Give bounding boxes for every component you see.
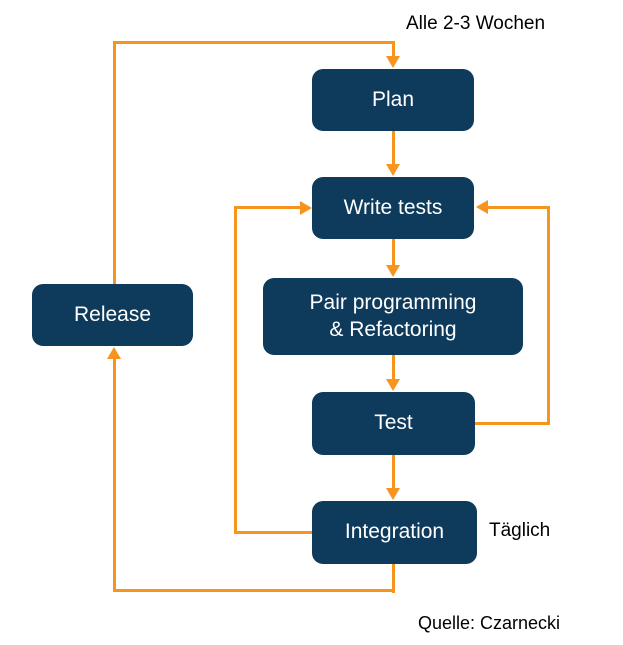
source-attribution-label: Quelle: Czarnecki (418, 613, 561, 633)
connector-integration-loop-out (234, 531, 312, 534)
arrowhead-down-into-test-icon (386, 379, 400, 391)
node-test-label: Test (374, 411, 413, 435)
node-release: Release (32, 284, 193, 346)
connector-write-tests-to-pair (392, 238, 395, 266)
connector-test-to-integration (392, 455, 395, 489)
arrowhead-down-into-pair-icon (386, 265, 400, 277)
node-integration: Integration (312, 501, 477, 564)
node-release-label: Release (73, 302, 152, 326)
node-integration-label: Integration (344, 520, 445, 544)
daily-frequency-label: Täglich (489, 520, 551, 541)
node-plan-label: Plan (371, 87, 415, 111)
connector-test-loop-in (488, 206, 549, 209)
connector-into-plan (392, 41, 395, 57)
cycle-frequency-label: Alle 2-3 Wochen (406, 13, 546, 34)
arrowhead-left-into-write-tests-icon (476, 200, 488, 214)
node-write-tests: Write tests (312, 177, 474, 239)
connector-integration-loop-vertical (234, 206, 237, 534)
connector-test-loop-vertical (547, 206, 550, 425)
connector-release-to-plan-left (113, 41, 116, 285)
arrowhead-right-into-write-tests-icon (300, 201, 312, 215)
connector-pair-to-test (392, 355, 395, 380)
node-write-tests-label: Write tests (343, 195, 443, 219)
node-pair-programming: Pair programming & Refactoring (263, 278, 523, 355)
connector-integration-to-release-bottom (113, 589, 395, 592)
connector-plan-to-write-tests (392, 131, 395, 165)
connector-integration-to-release-up (113, 359, 116, 592)
arrowhead-down-into-plan-icon (386, 56, 400, 68)
arrowhead-down-into-write-tests-icon (386, 164, 400, 176)
node-test: Test (312, 392, 475, 455)
arrowhead-down-into-integration-icon (386, 488, 400, 500)
connector-integration-loop-in (234, 206, 300, 209)
connector-test-loop-out (475, 422, 549, 425)
node-pair-programming-label-line1: Pair programming (309, 291, 477, 315)
connector-integration-to-release-down (392, 564, 395, 593)
arrowhead-up-into-release-icon (107, 347, 121, 359)
connector-release-to-plan-top (113, 41, 394, 44)
node-pair-programming-label-line2: & Refactoring (329, 317, 457, 341)
node-plan: Plan (312, 69, 474, 131)
